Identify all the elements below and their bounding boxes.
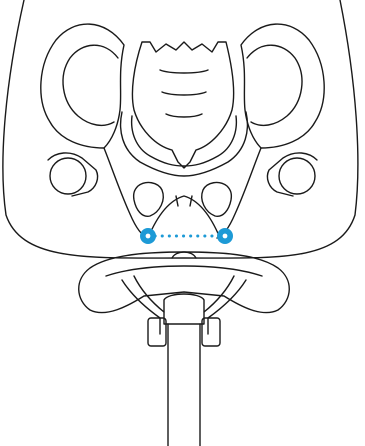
right-ilium — [241, 24, 324, 148]
saddle-inner-edge — [106, 266, 262, 276]
body-outline — [3, 0, 358, 258]
right-obturator — [202, 183, 232, 217]
left-obturator — [134, 183, 164, 217]
left-ilium-inner — [63, 45, 118, 125]
saddle-top — [79, 252, 290, 313]
sacrum-ridge-3 — [166, 114, 202, 117]
right-ilium-inner — [247, 45, 302, 125]
right-hip-socket — [279, 158, 315, 194]
right-sit-bone-marker-dot — [223, 234, 228, 239]
left-ilium — [41, 24, 124, 148]
saddle-nose — [172, 252, 196, 258]
lower-pelvis — [104, 148, 261, 238]
sacrum — [132, 42, 233, 168]
pubic-arch — [148, 196, 220, 238]
seatpost — [168, 324, 200, 446]
left-sit-bone-marker-dot — [146, 234, 151, 239]
sacrum-ridge-2 — [162, 92, 206, 95]
left-hip-socket — [50, 158, 86, 194]
pelvic-inlet-inner — [132, 116, 237, 166]
sit-bone-markers — [140, 228, 233, 244]
seatpost-head — [164, 294, 204, 324]
sacrum-ridge-1 — [160, 70, 208, 73]
